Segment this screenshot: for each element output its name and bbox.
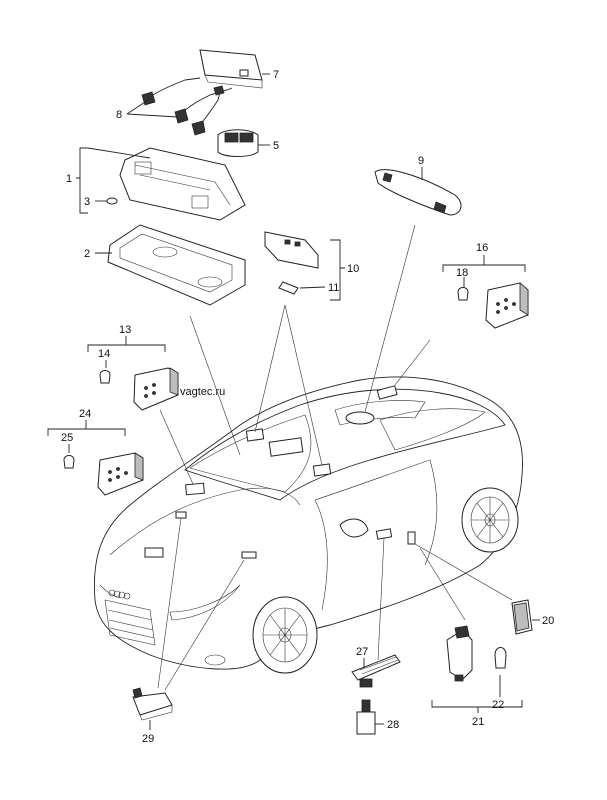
callout-16: 16 <box>476 242 488 254</box>
callout-18: 18 <box>456 267 468 279</box>
part-14-bulb <box>99 370 111 384</box>
callout-3: 3 <box>84 196 90 208</box>
part-25-bulb <box>63 455 75 469</box>
part-2-lens <box>107 224 246 306</box>
part-10-lamp <box>264 231 319 269</box>
callout-numbers: 7 8 5 1 3 2 9 10 11 16 18 13 14 24 25 20… <box>61 69 554 745</box>
part-27-lamp-strip <box>351 654 401 688</box>
callout-5: 5 <box>273 140 279 152</box>
callout-9: 9 <box>418 155 424 167</box>
callout-21: 21 <box>472 716 484 728</box>
part-8-wiring <box>141 77 233 136</box>
callout-24: 24 <box>79 408 91 420</box>
callout-25: 25 <box>61 432 73 444</box>
callout-10: 10 <box>347 263 359 275</box>
callout-22: 22 <box>492 699 504 711</box>
part-18-bulb <box>457 287 469 301</box>
leader-lines <box>47 73 540 730</box>
watermark: vagtec.ru <box>180 386 225 398</box>
callout-2: 2 <box>84 248 90 260</box>
part-1-housing <box>119 147 246 221</box>
part-11-bulb <box>278 281 299 295</box>
callout-28: 28 <box>387 719 399 731</box>
part-21-lamp-holder <box>446 625 473 682</box>
part-22-bulb <box>494 647 507 669</box>
callout-14: 14 <box>98 348 110 360</box>
callout-20: 20 <box>542 615 554 627</box>
car-illustration <box>94 376 523 674</box>
callout-11: 11 <box>328 282 339 294</box>
callout-27: 27 <box>356 646 368 658</box>
part-16-lamp <box>485 282 529 329</box>
callout-8: 8 <box>116 109 122 121</box>
part-5-switch <box>217 129 259 157</box>
callout-7: 7 <box>273 69 279 81</box>
part-24-lamp <box>97 452 144 496</box>
part-7-control-unit <box>199 49 263 89</box>
part-28-connector <box>356 699 376 735</box>
part-9-interior-light <box>374 169 462 216</box>
part-29-lamp <box>132 687 173 721</box>
callout-29: 29 <box>142 733 154 745</box>
part-20-lamp <box>511 599 533 635</box>
callout-13: 13 <box>119 324 131 336</box>
part-13-lamp <box>133 367 179 411</box>
part-3-bulb <box>106 197 118 205</box>
callout-1: 1 <box>66 173 72 185</box>
lamp-locations <box>144 385 416 559</box>
logo-rings <box>108 589 131 600</box>
